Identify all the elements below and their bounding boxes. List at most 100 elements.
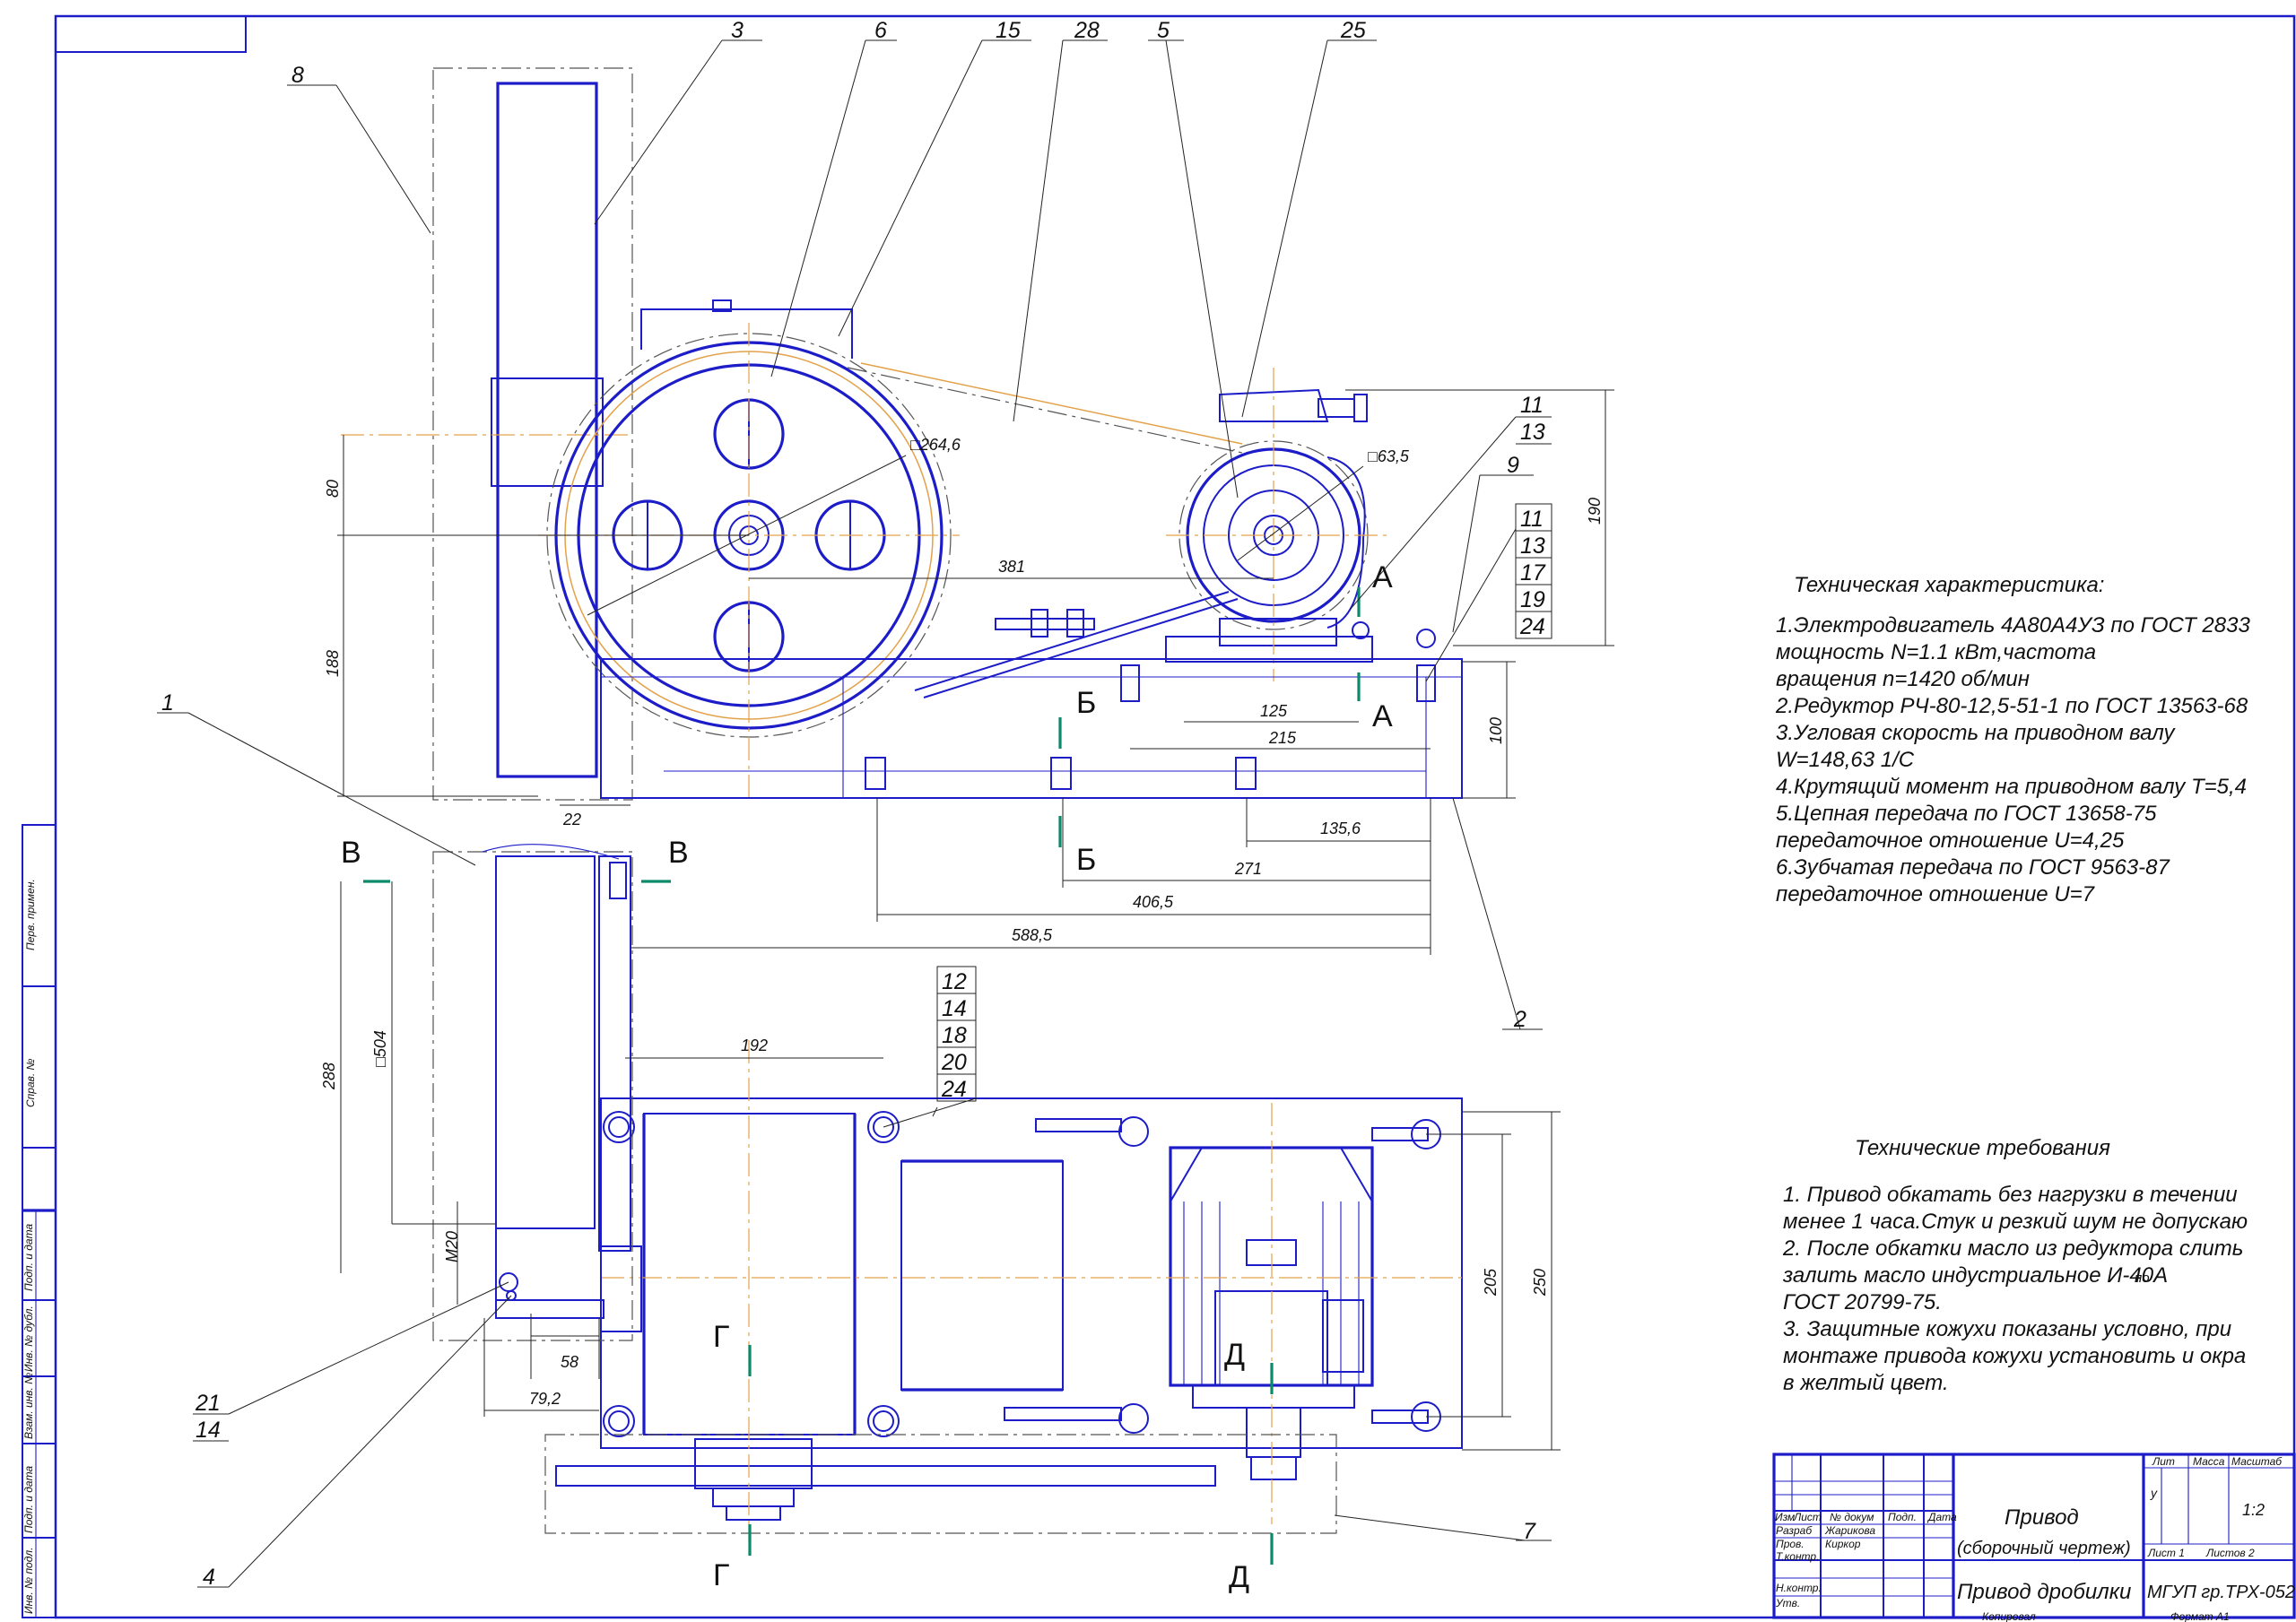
tb-role-3: Н.контр. xyxy=(1776,1582,1822,1594)
title-block: Изм Лист № докум Подп. Дата Разраб Жарик… xyxy=(1772,1453,2296,1622)
section-d-top: Д xyxy=(1224,1338,1245,1372)
tech-requirements: Технические требования 1. Привод обкатат… xyxy=(1782,1136,2248,1395)
pos-3: 3 xyxy=(731,18,744,43)
tb-name: Привод xyxy=(2005,1505,2079,1530)
pos-18: 18 xyxy=(942,1023,967,1048)
tb-col-izm: Изм xyxy=(1775,1511,1795,1523)
pos-7: 7 xyxy=(1523,1519,1536,1544)
stamp-label-0: Перв. примен. xyxy=(24,879,37,950)
tech-req-line-3: залить масло индустриальное И-40А xyxy=(1782,1263,2168,1288)
section-a-bottom: А xyxy=(1372,699,1393,733)
dim-135-6: 135,6 xyxy=(1320,820,1361,837)
dim-22: 22 xyxy=(562,811,581,828)
pos-14-b: 14 xyxy=(196,1418,221,1443)
dim-192: 192 xyxy=(741,1037,768,1054)
stamp-label-3: Инв. № дубл. xyxy=(22,1305,35,1372)
tb-h-mass: Масса xyxy=(2193,1455,2225,1468)
tb-format: Формат А1 xyxy=(2170,1610,2230,1622)
dim-79-2: 79,2 xyxy=(529,1390,561,1408)
pos-24-a: 24 xyxy=(1519,614,1545,639)
pos-17: 17 xyxy=(1520,560,1546,585)
stamp-label-2: Подп. и дата xyxy=(22,1224,35,1291)
dim-588-5: 588,5 xyxy=(1012,926,1053,944)
tb-role-1: Пров. xyxy=(1776,1538,1805,1550)
dim-381: 381 xyxy=(998,558,1025,576)
pos-13-a: 13 xyxy=(1520,420,1545,445)
tech-req-line-4: ГОСТ 20799-75. xyxy=(1783,1290,1942,1314)
dim-215: 215 xyxy=(1268,729,1297,747)
tb-org: МГУП гр.ТРХ-052 xyxy=(2147,1583,2295,1602)
drawing-frame xyxy=(54,14,2296,1619)
tb-sheets: Листов 2 xyxy=(2205,1547,2255,1559)
tech-char-line-4: 3.Угловая скорость на приводном валу xyxy=(1776,721,2177,745)
base-frame xyxy=(600,658,1463,799)
dim-188: 188 xyxy=(324,650,342,677)
tb-col-sign: Подп. xyxy=(1888,1511,1917,1523)
belt-guard-outline xyxy=(432,67,633,801)
tech-req-line-2: 2. После обкатки масло из редуктора слит… xyxy=(1782,1236,2243,1261)
section-v-left: В xyxy=(341,836,361,870)
tech-char-line-6: 4.Крутящий момент на приводном валу Т=5,… xyxy=(1776,775,2247,799)
pos-6: 6 xyxy=(874,18,887,43)
tech-char-line-2: вращения n=1420 об/мин xyxy=(1776,667,2030,691)
tb-role-4: Утв. xyxy=(1775,1597,1800,1609)
section-v-right: В xyxy=(668,836,689,870)
tech-char-line-1: мощность N=1.1 кВт,частота xyxy=(1776,640,2096,664)
tb-lit: у xyxy=(2150,1486,2158,1500)
side-stamp: Перв. примен. Справ. № Подп. и дата Инв.… xyxy=(22,824,57,1618)
dim-288: 288 xyxy=(320,1063,338,1090)
tech-char-line-7: 5.Цепная передача по ГОСТ 13658-75 xyxy=(1776,802,2157,826)
pos-11-a: 11 xyxy=(1520,393,1544,418)
pos-2: 2 xyxy=(1513,1007,1526,1032)
plan-base-frame xyxy=(600,1097,1463,1449)
tech-req-line-5: 3. Защитные кожухи показаны условно, при xyxy=(1783,1317,2231,1341)
tb-h-scale: Масштаб xyxy=(2231,1455,2283,1468)
dim-264: □264,6 xyxy=(910,436,961,454)
section-marks-top: А А Б Б xyxy=(1058,560,1393,877)
pos-28: 28 xyxy=(1074,18,1100,43)
tech-req-line-1: менее 1 часа.Стук и резкий шум не допуск… xyxy=(1783,1210,2248,1234)
pos-5: 5 xyxy=(1157,18,1170,43)
pos-24-b: 24 xyxy=(941,1077,967,1102)
tech-req-po: по xyxy=(2135,1271,2150,1286)
tech-char-line-5: W=148,63 1/C xyxy=(1776,748,1915,772)
section-marks-plan: В В Г Г Д Д xyxy=(341,836,1274,1594)
tb-name-1: Киркор xyxy=(1825,1538,1861,1550)
dim-205: 205 xyxy=(1482,1268,1500,1297)
tb-product: Привод дробилки xyxy=(1957,1580,2131,1604)
dim-80: 80 xyxy=(324,480,342,498)
tech-char-line-9: 6.Зубчатая передача по ГОСТ 9563-87 xyxy=(1776,855,2170,880)
section-b-bottom: Б xyxy=(1076,843,1096,877)
tech-char-line-3: 2.Редуктор РЧ-80-12,5-51-1 по ГОСТ 13563… xyxy=(1775,694,2248,718)
dim-190: 190 xyxy=(1586,498,1604,525)
tb-sheet: Лист 1 xyxy=(2147,1547,2185,1559)
section-g-bottom: Г xyxy=(713,1558,729,1592)
pos-14-a: 14 xyxy=(942,996,967,1021)
tb-scale: 1:2 xyxy=(2242,1501,2265,1519)
tech-char-line-0: 1.Электродвигатель 4А80А4УЗ по ГОСТ 2833 xyxy=(1776,613,2250,638)
pos-11-b: 11 xyxy=(1520,507,1544,532)
tb-col-list: Лист xyxy=(1793,1511,1822,1523)
stamp-label-6: Инв. № подл. xyxy=(22,1548,35,1614)
reducer-housing xyxy=(640,308,853,359)
dim-125: 125 xyxy=(1260,702,1288,720)
dim-58: 58 xyxy=(561,1353,578,1371)
section-g-top: Г xyxy=(713,1320,729,1354)
tech-req-line-6: монтаже привода кожухи установить и окра xyxy=(1783,1344,2246,1368)
corner-stamp xyxy=(55,15,247,53)
tech-char-line-8: передаточное отношение U=4,25 xyxy=(1776,828,2125,853)
tb-subname: (сборочный чертеж) xyxy=(1957,1539,2131,1558)
pos-25: 25 xyxy=(1340,18,1366,43)
stamp-label-4: Взам. инв. № xyxy=(22,1373,35,1439)
stamp-label-1: Справ. № xyxy=(24,1058,37,1107)
dim-504: □504 xyxy=(371,1030,389,1067)
pos-13-b: 13 xyxy=(1520,533,1545,559)
tb-role-2: Т.контр. xyxy=(1776,1550,1819,1563)
dim-406-5: 406,5 xyxy=(1133,893,1174,911)
pos-9: 9 xyxy=(1507,453,1519,478)
tech-req-title: Технические требования xyxy=(1855,1136,2110,1160)
plan-chain-bar xyxy=(555,1465,1216,1487)
section-b-top: Б xyxy=(1076,686,1096,720)
section-d-bottom: Д xyxy=(1229,1560,1249,1594)
